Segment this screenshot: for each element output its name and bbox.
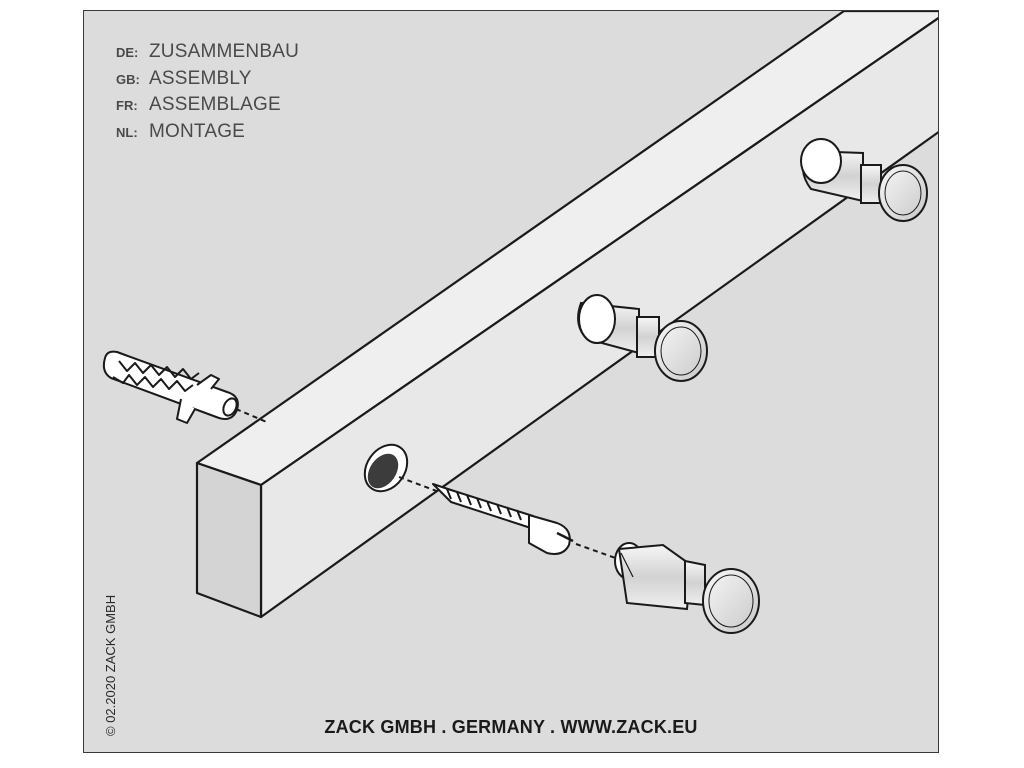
wall-plug <box>102 350 239 424</box>
rail-top-face <box>195 11 938 487</box>
language-code: GB: <box>116 71 140 87</box>
copyright-note: © 02.2020 ZACK GMBH <box>103 594 118 736</box>
language-row-de: DE: ZUSAMMENBAU <box>116 39 299 66</box>
language-list: DE: ZUSAMMENBAU GB: ASSEMBLY FR: ASSEMBL… <box>116 39 299 145</box>
assembly-illustration <box>102 11 938 634</box>
knob-loose <box>614 542 760 634</box>
language-title: MONTAGE <box>149 120 246 142</box>
rail-end-face <box>195 461 263 619</box>
drill-hole <box>363 443 409 493</box>
screw <box>432 483 574 555</box>
alignment-lines <box>235 408 625 562</box>
company-footer: ZACK GMBH . GERMANY . WWW.ZACK.EU <box>324 717 698 737</box>
language-title: ASSEMBLAGE <box>149 94 281 115</box>
language-title: ZUSAMMENBAU <box>149 41 299 62</box>
language-row-fr: FR: ASSEMBLAGE <box>116 92 299 119</box>
rail <box>195 11 938 619</box>
knob-mounted-1 <box>800 138 928 222</box>
language-title: ASSEMBLY <box>149 67 252 89</box>
language-row-nl: NL: MONTAGE <box>116 119 299 146</box>
assembly-sheet: DE: ZUSAMMENBAU GB: ASSEMBLY FR: ASSEMBL… <box>83 10 939 753</box>
language-code: NL: <box>116 124 138 140</box>
knob-mounted-2 <box>577 294 708 382</box>
language-row-gb: GB: ASSEMBLY <box>116 66 299 93</box>
language-code: FR: <box>116 98 138 113</box>
language-code: DE: <box>116 45 139 60</box>
